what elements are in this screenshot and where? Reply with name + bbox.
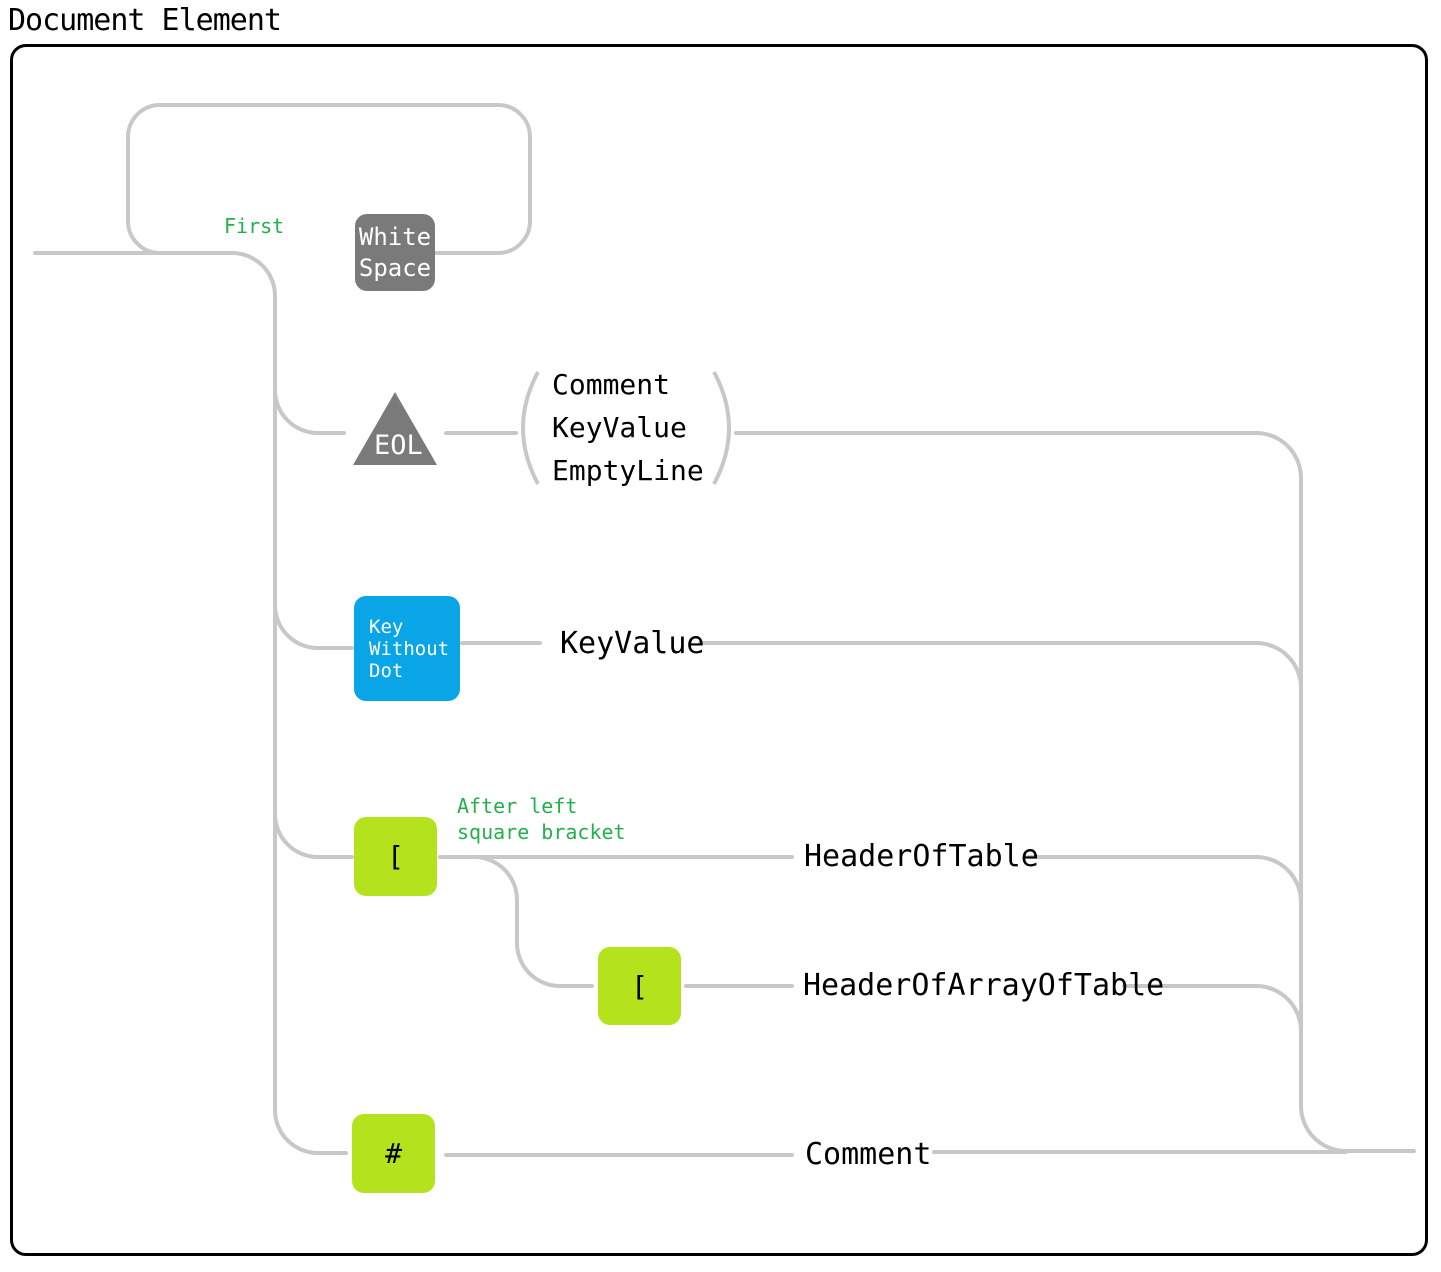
note-after-bracket-2: square bracket	[457, 820, 626, 844]
header-of-table-nonterminal: HeaderOfTable	[804, 839, 1039, 874]
rail-array-in	[472, 855, 594, 988]
key-label-3: Dot	[369, 659, 404, 682]
whitespace-label-1: White	[358, 222, 432, 251]
rail-trunk	[230, 251, 348, 1155]
group-item-comment: Comment	[552, 368, 671, 401]
hash-terminal: #	[352, 1114, 435, 1193]
group-item-emptyline: EmptyLine	[552, 454, 704, 487]
rail-group-out	[734, 431, 1416, 1153]
header-of-array-of-table-nonterminal: HeaderOfArrayOfTable	[803, 968, 1165, 1003]
key-without-dot-terminal: Key Without Dot	[354, 596, 460, 701]
whitespace-terminal: White Space	[355, 214, 435, 291]
keyvalue-nonterminal: KeyValue	[560, 626, 705, 661]
diagram-title: Document Element	[8, 3, 282, 38]
diagram-frame	[10, 44, 1428, 1256]
rail-arraytable-out	[1122, 984, 1303, 1033]
second-left-bracket-terminal: [	[598, 947, 681, 1025]
rail-key-in	[273, 603, 354, 650]
rail-eol-in	[273, 388, 346, 435]
eol-label: EOL	[374, 430, 423, 461]
rail-bracket-in	[273, 812, 354, 859]
group-left-paren	[521, 371, 540, 485]
whitespace-label-2: Space	[358, 253, 432, 282]
group-item-keyvalue: KeyValue	[552, 411, 687, 444]
note-after-bracket-1: After left	[457, 794, 578, 818]
key-label-2: Without	[369, 637, 450, 660]
group-right-paren	[712, 371, 731, 485]
note-first: First	[224, 214, 285, 238]
comment-nonterminal: Comment	[805, 1137, 932, 1172]
rail-whitespace-loop	[126, 103, 532, 255]
left-bracket-terminal: [	[354, 817, 437, 896]
rail-keyvalue-out	[698, 641, 1303, 690]
rail-table-out	[1026, 855, 1303, 904]
key-label-1: Key	[369, 615, 404, 638]
eol-terminal	[353, 392, 437, 465]
